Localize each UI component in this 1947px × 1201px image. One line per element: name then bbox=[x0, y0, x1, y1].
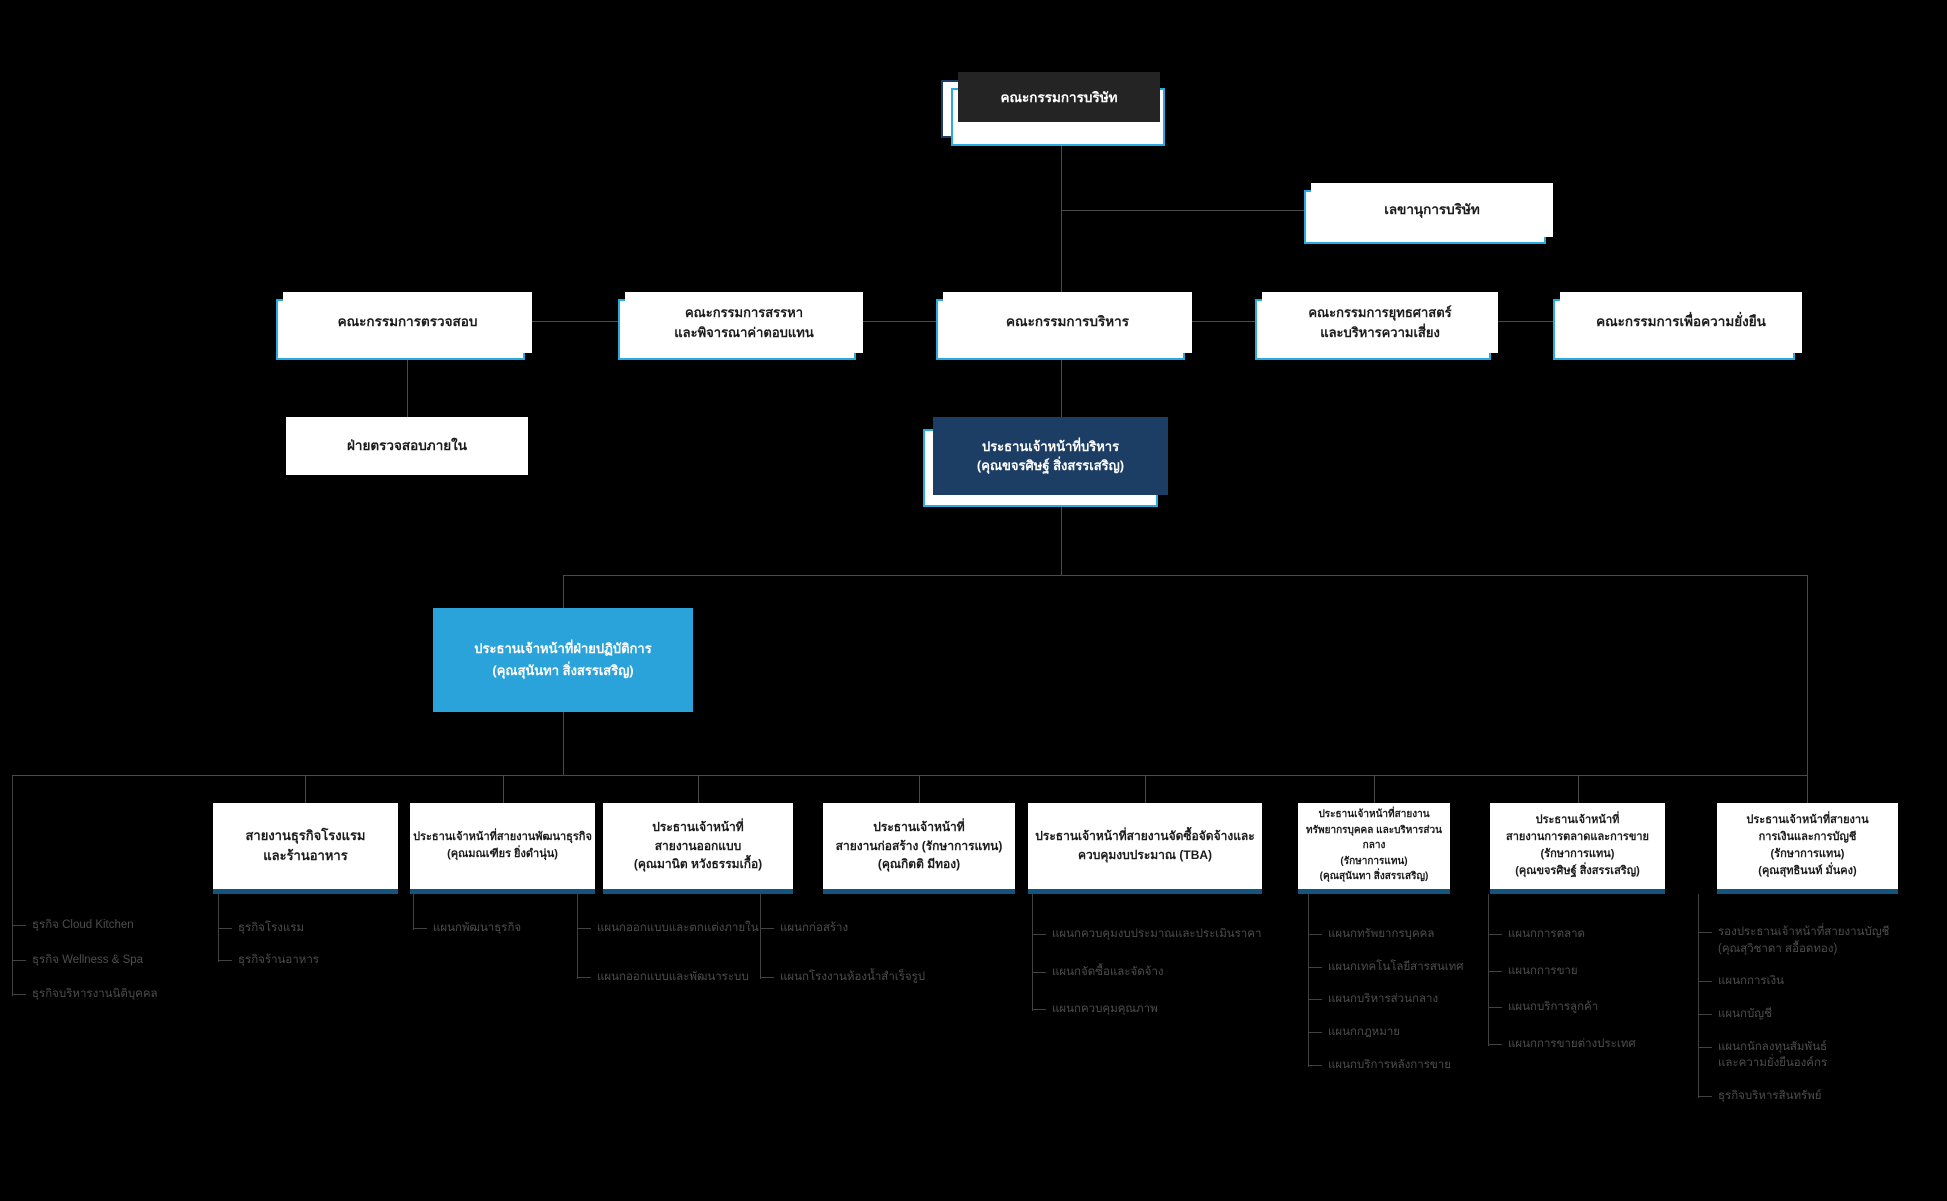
connector-line bbox=[1061, 146, 1062, 417]
department-item: แผนกบัญชี bbox=[1699, 1006, 1908, 1023]
connector-line bbox=[305, 775, 306, 803]
node-ceo[interactable]: ประธานเจ้าหน้าที่บริหาร(คุณขจรศิษฐ์ สิ่ง… bbox=[923, 417, 1168, 507]
node-label: ประธานเจ้าหน้าที่ฝ่ายปฏิบัติการ(คุณสุนัน… bbox=[474, 640, 652, 678]
department-item: แผนกนักลงทุนสัมพันธ์และความยั่งยืนองค์กร bbox=[1699, 1039, 1908, 1072]
connector-line bbox=[1061, 210, 1311, 211]
node-label: ประธานเจ้าหน้าที่สายงานการเงินและการบัญช… bbox=[1746, 813, 1869, 878]
department-item: แผนกออกแบบและตกแต่งภายใน bbox=[578, 920, 777, 937]
connector-line bbox=[407, 353, 408, 417]
node-sustainability-committee[interactable]: คณะกรรมการเพื่อความยั่งยืน bbox=[1553, 292, 1802, 360]
node-label: ประธานเจ้าหน้าที่สายงานออกแบบ(คุณมานิต ห… bbox=[633, 820, 763, 872]
node-label: ประธานเจ้าหน้าที่สายงานจัดซื้อจัดจ้างและ… bbox=[1035, 829, 1255, 862]
department-item: แผนกบริการลูกค้า bbox=[1489, 999, 1688, 1016]
node-label: ประธานเจ้าหน้าที่สายงานทรัพยากรบุคคล และ… bbox=[1306, 809, 1442, 883]
node-label: สายงานธุรกิจโรงแรมและร้านอาหาร bbox=[245, 827, 366, 863]
department-item: แผนกควบคุมคุณภาพ bbox=[1032, 1001, 1262, 1020]
connector-line bbox=[1578, 775, 1579, 803]
connector-line bbox=[1807, 775, 1808, 803]
department-item: แผนกการเงิน bbox=[1699, 973, 1908, 990]
node-company-secretary[interactable]: เลขานุการบริษัท bbox=[1304, 183, 1553, 244]
department-item: แผนกโรงงานห้องน้ำสำเร็จรูป bbox=[760, 969, 970, 987]
node-label: ฝ่ายตรวจสอบภายใน bbox=[346, 437, 468, 453]
department-item: แผนกควบคุมงบประมาณและประเมินราคา bbox=[1033, 926, 1262, 943]
dept-list-construction: แผนกก่อสร้างแผนกโรงงานห้องน้ำสำเร็จรูป bbox=[760, 894, 970, 987]
department-item: แผนกพัฒนาธุรกิจ bbox=[413, 920, 583, 939]
node-label: คณะกรรมการบริหาร bbox=[943, 292, 1192, 353]
connector-line bbox=[1374, 775, 1375, 803]
department-item: แผนกเทคโนโลยีสารสนเทศ bbox=[1309, 959, 1478, 976]
node-label: ประธานเจ้าหน้าที่สายงานการตลาดและการขาย(… bbox=[1506, 813, 1649, 878]
node-business-development-division[interactable]: ประธานเจ้าหน้าที่สายงานพัฒนาธุรกิจ(คุณมณ… bbox=[410, 803, 595, 894]
department-item: แผนกการตลาด bbox=[1489, 926, 1688, 943]
node-board-of-directors[interactable]: คณะกรรมการบริษัท bbox=[941, 72, 1181, 156]
node-nomination-remuneration-committee[interactable]: คณะกรรมการสรรหาและพิจารณาค่าตอบแทน bbox=[618, 292, 863, 360]
node-executive-committee[interactable]: คณะกรรมการบริหาร bbox=[936, 292, 1192, 360]
connector-line bbox=[563, 575, 564, 608]
node-coo[interactable]: ประธานเจ้าหน้าที่ฝ่ายปฏิบัติการ(คุณสุนัน… bbox=[433, 608, 693, 712]
node-label: คณะกรรมการตรวจสอบ bbox=[283, 292, 532, 353]
connector-line bbox=[503, 775, 504, 803]
dept-list-marketing-sales: แผนกการตลาดแผนกการขายแผนกบริการลูกค้าแผน… bbox=[1488, 894, 1688, 1055]
node-marketing-sales-division[interactable]: ประธานเจ้าหน้าที่สายงานการตลาดและการขาย(… bbox=[1490, 803, 1665, 894]
node-strategy-risk-committee[interactable]: คณะกรรมการยุทธศาสตร์และบริหารความเสี่ยง bbox=[1255, 292, 1498, 360]
node-label: ประธานเจ้าหน้าที่สายงานก่อสร้าง (รักษากา… bbox=[835, 820, 1003, 872]
department-item: ธุรกิจบริหารงานนิติบุคคล bbox=[12, 986, 212, 1005]
node-label: ประธานเจ้าหน้าที่สายงานพัฒนาธุรกิจ(คุณมณ… bbox=[413, 830, 592, 860]
node-label: คณะกรรมการสรรหาและพิจารณาค่าตอบแทน bbox=[625, 292, 863, 353]
department-item: แผนกก่อสร้าง bbox=[761, 920, 970, 937]
department-item: ธุรกิจบริหารสินทรัพย์ bbox=[1698, 1088, 1908, 1107]
dept-list-standalone-businesses: ธุรกิจ Cloud Kitchen ธุรกิจ Wellness & Sp… bbox=[12, 775, 212, 1005]
node-label: คณะกรรมการยุทธศาสตร์และบริหารความเสี่ยง bbox=[1262, 292, 1498, 353]
connector-line bbox=[1145, 775, 1146, 803]
connector-line bbox=[698, 775, 699, 803]
connector-line bbox=[1807, 575, 1808, 775]
node-label: คณะกรรมการเพื่อความยั่งยืน bbox=[1560, 292, 1802, 353]
node-finance-accounting-division[interactable]: ประธานเจ้าหน้าที่สายงานการเงินและการบัญช… bbox=[1717, 803, 1898, 894]
department-item: แผนกการขายต่างประเทศ bbox=[1488, 1036, 1688, 1055]
board-tooltip: คณะกรรมการบริษัท bbox=[958, 72, 1160, 122]
connector-line bbox=[563, 575, 1807, 576]
dept-list-design: แผนกออกแบบและตกแต่งภายในแผนกออกแบบและพัฒ… bbox=[577, 894, 777, 987]
department-item: ธุรกิจโรงแรม bbox=[219, 920, 398, 937]
connector-line bbox=[12, 775, 1807, 776]
dept-list-finance-accounting: รองประธานเจ้าหน้าที่สายงานบัญชี(คุณสุวิช… bbox=[1698, 894, 1908, 1107]
department-item: รองประธานเจ้าหน้าที่สายงานบัญชี(คุณสุวิช… bbox=[1699, 924, 1908, 957]
dept-list-hr-central-admin: แผนกทรัพยากรบุคคลแผนกเทคโนโลยีสารสนเทศแผ… bbox=[1308, 894, 1478, 1075]
node-design-division[interactable]: ประธานเจ้าหน้าที่สายงานออกแบบ(คุณมานิต ห… bbox=[603, 803, 793, 894]
department-item: แผนกการขาย bbox=[1489, 963, 1688, 980]
node-internal-audit[interactable]: ฝ่ายตรวจสอบภายใน bbox=[286, 417, 528, 475]
node-hotel-restaurant-division[interactable]: สายงานธุรกิจโรงแรมและร้านอาหาร bbox=[213, 803, 398, 894]
department-item: แผนกออกแบบและพัฒนาระบบ bbox=[577, 969, 777, 987]
node-label: ประธานเจ้าหน้าที่บริหาร(คุณขจรศิษฐ์ สิ่ง… bbox=[933, 417, 1168, 495]
node-procurement-budget-division[interactable]: ประธานเจ้าหน้าที่สายงานจัดซื้อจัดจ้างและ… bbox=[1028, 803, 1262, 894]
connector-line bbox=[919, 775, 920, 803]
department-item: แผนกจัดซื้อและจัดจ้าง bbox=[1033, 964, 1262, 981]
node-audit-committee[interactable]: คณะกรรมการตรวจสอบ bbox=[276, 292, 532, 360]
connector-line bbox=[1061, 495, 1062, 575]
department-item: แผนกบริหารส่วนกลาง bbox=[1309, 991, 1478, 1008]
department-item: ธุรกิจร้านอาหาร bbox=[218, 952, 398, 970]
node-label: เลขานุการบริษัท bbox=[1311, 183, 1553, 237]
department-item: ธุรกิจ Wellness & Spa bbox=[13, 952, 212, 969]
department-item: แผนกบริการหลังการขาย bbox=[1308, 1057, 1478, 1075]
dept-list-hotel-restaurant: ธุรกิจโรงแรมธุรกิจร้านอาหาร bbox=[218, 894, 398, 970]
dept-list-business-development: แผนกพัฒนาธุรกิจ bbox=[413, 894, 583, 939]
department-item: แผนกทรัพยากรบุคคล bbox=[1309, 926, 1478, 943]
node-hr-central-admin-division[interactable]: ประธานเจ้าหน้าที่สายงานทรัพยากรบุคคล และ… bbox=[1298, 803, 1450, 894]
department-item: แผนกกฎหมาย bbox=[1309, 1024, 1478, 1041]
node-construction-division[interactable]: ประธานเจ้าหน้าที่สายงานก่อสร้าง (รักษากา… bbox=[823, 803, 1015, 894]
board-label: คณะกรรมการบริษัท bbox=[1000, 90, 1118, 105]
connector-line bbox=[563, 712, 564, 775]
dept-list-procurement-budget: แผนกควบคุมงบประมาณและประเมินราคาแผนกจัดซ… bbox=[1032, 894, 1262, 1020]
department-item: ธุรกิจ Cloud Kitchen bbox=[13, 917, 212, 934]
